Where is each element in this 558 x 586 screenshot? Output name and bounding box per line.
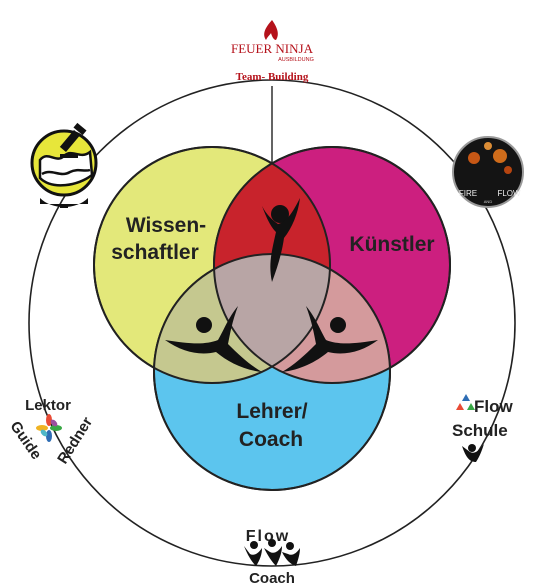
dancer-figure-right <box>282 306 378 372</box>
dancer-figure-top <box>262 198 300 282</box>
brand-tagline: Team- Building <box>236 71 309 83</box>
brand-sub: AUSBILDUNG <box>278 57 314 63</box>
flow-coach-logo: Flow Coach <box>244 528 300 586</box>
microscope-icon <box>59 122 87 158</box>
label-coach: Coach <box>239 428 303 451</box>
brand-name: FEUER NINJA <box>231 41 314 56</box>
outer-ring <box>28 79 516 567</box>
outline-left <box>93 146 331 384</box>
flow-coach-figures-icon <box>244 539 300 566</box>
flow-schule-line1: Flow <box>474 397 513 416</box>
fire-and-flow-badge: FIRE AND FLOW <box>452 136 524 208</box>
flow-schule-figure-icon <box>462 444 484 462</box>
flow-schule-logo: Flow Schule <box>452 394 513 462</box>
label-wissenschaftler-1: Wissen- <box>126 214 206 237</box>
pinwheel-icon <box>36 414 62 442</box>
dancer-figure-left <box>165 306 262 372</box>
label-wissenschaftler-2: schaftler <box>111 241 199 264</box>
flow-schule-line2: Schule <box>452 421 508 440</box>
fire-flow-middle: AND <box>484 199 493 204</box>
label-kuenstler: Künstler <box>349 233 434 256</box>
feuer-ninja-logo: FEUER NINJA AUSBILDUNG Team- Building <box>231 20 314 83</box>
flow-coach-bottom: Coach <box>249 570 295 586</box>
lektor-guide-redner-logo: Lektor Guide Redner <box>7 397 97 467</box>
outline-right <box>213 146 451 384</box>
redner-label: Redner <box>54 414 96 467</box>
flame-icon <box>264 20 278 40</box>
flow-coach-top: Flow <box>246 528 290 545</box>
microscope-badge <box>30 122 98 208</box>
fire-flow-right: FLOW <box>497 189 521 198</box>
label-lehrer: Lehrer/ <box>236 400 307 423</box>
fire-flow-left: FIRE <box>459 189 477 198</box>
lektor-label: Lektor <box>25 397 71 414</box>
guide-label: Guide <box>7 418 45 463</box>
